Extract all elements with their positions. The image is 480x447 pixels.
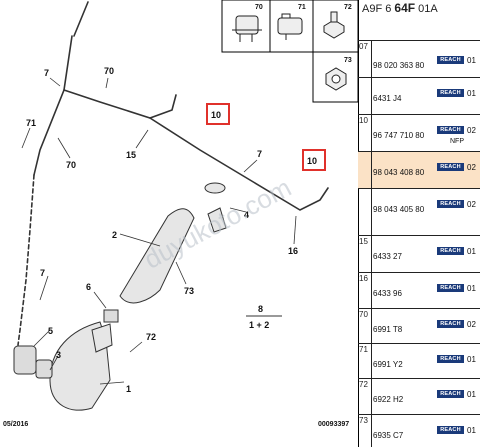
ref-bold: 64F — [394, 1, 416, 15]
part-number: 6922 H2 — [373, 395, 404, 404]
part-number: 98 043 405 80 — [373, 205, 425, 214]
part-number: 98 020 363 80 — [373, 61, 425, 70]
label-71: 71 — [26, 118, 36, 128]
nut-73-icon — [325, 67, 347, 91]
quantity: 02 — [467, 200, 476, 209]
quantity: 01 — [467, 247, 476, 256]
washer-pump — [13, 309, 119, 379]
label-10-right: 10 — [307, 156, 317, 166]
reach-badge: REACH — [437, 390, 464, 398]
thumb-label-73: 73 — [344, 57, 352, 64]
quantity: 02 — [467, 320, 476, 329]
reach-badge: REACH — [437, 320, 464, 328]
label-5: 5 — [48, 326, 53, 336]
row-ref-number: 73 — [358, 415, 372, 447]
label-70-mid: 70 — [66, 160, 76, 170]
part-number: 98 043 408 80 — [373, 168, 425, 177]
thumb-label-72: 72 — [344, 4, 352, 11]
part-number: 6431 J4 — [373, 94, 402, 103]
reach-badge: REACH — [437, 163, 464, 171]
label-16: 16 — [288, 246, 298, 256]
row-ref-number — [358, 78, 372, 114]
callout-box-10-left — [206, 103, 230, 125]
reach-badge: REACH — [437, 126, 464, 134]
footer-date: 05/2016 — [3, 421, 28, 428]
row-ref-number: 15 — [358, 236, 372, 272]
washer-tubes — [17, 1, 329, 346]
part-number: 6433 27 — [373, 252, 402, 261]
label-72: 72 — [146, 332, 156, 342]
quantity: 01 — [467, 89, 476, 98]
label-7-top: 7 — [44, 68, 49, 78]
reach-badge: REACH — [437, 247, 464, 255]
label-6: 6 — [86, 282, 91, 292]
label-2: 2 — [112, 230, 117, 240]
bolt-72-icon — [323, 11, 345, 39]
row-ref-number: 10 — [358, 115, 372, 151]
row-ref-number: 07 — [358, 41, 372, 77]
thumb-label-71: 71 — [298, 4, 306, 11]
reach-badge: REACH — [437, 284, 464, 292]
row-ref-number: 71 — [358, 344, 372, 378]
thumb-label-70: 70 — [255, 4, 263, 11]
part-number: 6935 C7 — [373, 431, 404, 440]
quantity: 01 — [467, 284, 476, 293]
quantity: 02 — [467, 126, 476, 135]
row-ref-number — [358, 152, 372, 188]
quantity: 02 — [467, 163, 476, 172]
row-ref-number: 70 — [358, 309, 372, 343]
reach-badge: REACH — [437, 56, 464, 64]
label-1: 1 — [126, 384, 131, 394]
quantity: 01 — [467, 426, 476, 435]
clip-70-icon — [232, 15, 262, 42]
label-15: 15 — [126, 150, 136, 160]
part-number: 6991 Y2 — [373, 360, 403, 369]
reach-badge: REACH — [437, 426, 464, 434]
label-1-plus-2: 1 + 2 — [249, 320, 269, 330]
row-ref-number: 16 — [358, 273, 372, 308]
label-8: 8 — [258, 304, 263, 314]
quantity: 01 — [467, 56, 476, 65]
parts-diagram: 70 71 72 73 — [3, 0, 358, 428]
parts-panel — [358, 0, 480, 447]
reach-badge: REACH — [437, 355, 464, 363]
reference-header: A9F 6 64F 01A — [362, 1, 438, 15]
ref-prefix: A9F 6 — [362, 3, 392, 15]
row-ref-number — [358, 189, 372, 235]
clip-71-icon — [277, 13, 303, 40]
thumbnail-strip: 70 71 72 73 — [221, 0, 358, 103]
part-number: 6433 96 — [373, 289, 402, 298]
label-7-left: 7 — [40, 268, 45, 278]
reach-badge: REACH — [437, 200, 464, 208]
quantity: 01 — [467, 390, 476, 399]
leader-lines — [21, 77, 297, 385]
label-3: 3 — [56, 350, 61, 360]
quantity: 01 — [467, 355, 476, 364]
footer-code: 00093397 — [318, 421, 349, 428]
label-10-left: 10 — [211, 110, 221, 120]
part-number: 6991 T8 — [373, 325, 403, 334]
label-70-top: 70 — [104, 66, 114, 76]
label-73: 73 — [184, 286, 194, 296]
part-number: 96 747 710 80 — [373, 131, 425, 140]
reach-badge: REACH — [437, 89, 464, 97]
ref-suffix: 01A — [418, 3, 438, 15]
label-4: 4 — [244, 210, 249, 220]
washer-reservoir — [49, 182, 227, 411]
label-7-right: 7 — [257, 149, 262, 159]
part-note: NFP — [450, 138, 464, 145]
row-ref-number: 72 — [358, 379, 372, 414]
callout-box-10-right — [302, 149, 326, 171]
